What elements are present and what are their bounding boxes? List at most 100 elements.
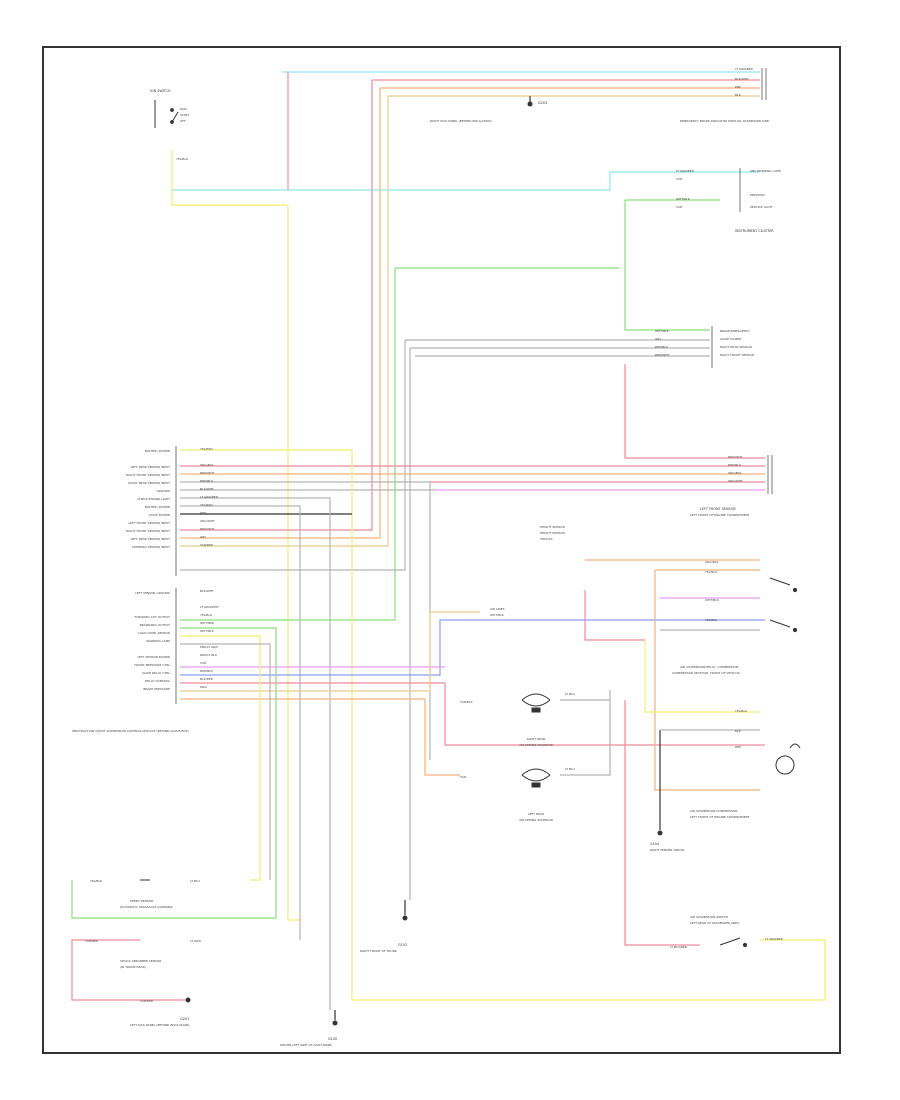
pin-label: RIGHT REAR SENSOR — [720, 345, 752, 349]
wire-color-label: WHT/BLK — [490, 613, 505, 617]
wire-color-label: RED/BLK — [655, 345, 669, 349]
component-label: AIR SPRING SOLENOID — [519, 743, 554, 747]
module-pin-label: FORWARD CUT OUTPUT — [134, 615, 170, 619]
wire-gray-lower2 — [180, 643, 271, 880]
wire-color-label: ORG — [200, 685, 207, 689]
component-description: LEFT FRONT OF ENGINE COMPARTMENT — [690, 513, 750, 517]
wire-color-label: LT GRN/RED — [735, 67, 754, 71]
ground-description: RIGHT FRONT OF TRUNK — [360, 949, 398, 953]
wire-color-label: YEL/BLK — [705, 618, 718, 622]
wire-color-label: YEL/BLK — [200, 613, 213, 617]
diagram-frame — [42, 46, 841, 1054]
wire-green-lower — [71, 627, 277, 919]
component-label: HEIGHT SENSOR — [540, 531, 565, 535]
wire-color-label: WHT/RED — [200, 621, 215, 625]
wire-color-label: LT GRN — [190, 939, 201, 943]
wire-color-label: RED/BLK — [200, 669, 214, 673]
component-label: AIR SUSPENSION COMPRESSOR — [690, 809, 737, 813]
ground-label: G100 — [328, 1037, 337, 1041]
wire-yellow-module — [180, 449, 826, 1001]
wire-color-label: TAN/RED — [199, 543, 214, 547]
component-description: COMPRESSOR (BOTTOM, FRONT OF VEHICLE) — [672, 671, 740, 675]
module-pin-label: BATTERY POWER — [145, 505, 170, 509]
wire-gray-lr — [560, 700, 611, 776]
module-pin-label: VALVE POWER — [149, 513, 170, 517]
wire-color-label: TAN — [459, 775, 466, 779]
wire-color-label: LT BLU — [565, 767, 575, 771]
wire-red-chassis — [624, 364, 765, 459]
component-label: AIR SPRING SOLENOID — [519, 818, 554, 822]
wire-color-label: PNK — [735, 85, 742, 89]
module-pin-label: LEFT SENSOR GROUND — [135, 591, 171, 595]
wire-ignition-yellow — [171, 150, 300, 921]
wire-color-label: YEL/BLK — [176, 157, 189, 161]
component-description: AUTOMATIC TRANSAXLE ASSEMBLY — [120, 905, 173, 909]
wire-color-label: WHT/BLK — [676, 197, 691, 201]
component-label: LEFT FRONT SENSOR — [700, 507, 736, 511]
wire-color-label: RED/WHT — [200, 527, 215, 531]
ground-description: RIGHT KICK PANEL (BEHIND INSULATION) — [430, 119, 492, 123]
ground-label: G201 — [180, 1017, 189, 1021]
component-description: LEFT REAR OF PASSENGER AREA — [690, 921, 740, 925]
ignition-switch — [154, 100, 179, 128]
compressor-motor — [775, 743, 801, 775]
ignition-position-label: OFF — [180, 119, 186, 123]
wire-color-label: RED — [200, 511, 207, 515]
wire-color-label: YEL/BLK — [705, 570, 718, 574]
height-switch-symbol — [769, 577, 798, 633]
wire-yellow-lower — [180, 635, 261, 881]
wire-color-label: TAN/RED — [139, 999, 154, 1003]
ground-description: DRIVER LEFT SIDE OF DASH PANEL — [280, 1043, 333, 1047]
module-pin-label: LEFT REAR SENSOR INPUT — [131, 465, 171, 469]
wire-color-label: ORG/BLK — [728, 471, 743, 475]
wire-gray-lf-a — [180, 481, 431, 760]
wire-blue-lower — [180, 619, 765, 676]
module-pin-label: LEFT FRONT SENSOR INPUT — [128, 521, 170, 525]
ignition-position-label: START — [180, 113, 189, 117]
wire-color-label: LT BLU/RED — [670, 945, 688, 949]
wire-yellow-comp — [644, 640, 760, 713]
wire-red-lower — [180, 682, 765, 746]
module-pin-label: REARWARD OUTPUT — [140, 623, 171, 627]
module-pin-label: LOAD LEVEL SENSOR — [138, 631, 170, 635]
module-pin-label: BRAKE PRESSURE — [143, 687, 170, 691]
wire-red-ll — [71, 939, 185, 1001]
wire-color-label: RED/BLK — [728, 463, 742, 467]
pin-label: VALVE POWER — [720, 337, 741, 341]
module-pin-label: RELAY CONTROL — [145, 679, 170, 683]
module-pin-label: FRONT PRESSURE CTRL — [134, 663, 170, 667]
wire-color-label: WHT/BLK — [200, 629, 215, 633]
component-label: SHOCKS — [540, 537, 553, 541]
ground-symbol-g203 — [527, 101, 533, 107]
wire-orange-comp-v — [654, 570, 760, 791]
ground-symbol-g102 — [402, 915, 408, 921]
component-label: RIGHT REAR — [527, 737, 545, 741]
wire-green-vert — [624, 200, 710, 331]
wire-color-label: LT GRN/RED — [676, 169, 695, 173]
component-label: INSTRUMENT CLUSTER — [735, 229, 774, 233]
wire-color-label: TAN/RED — [84, 939, 99, 943]
wire-color-label: LT BLU — [565, 692, 575, 696]
pin-label: EMISSION — [750, 193, 765, 197]
module-pin-label: RIGHT REAR SENSOR INPUT — [128, 481, 170, 485]
wire-color-label: TAN — [199, 661, 206, 665]
component-label: AIR LINES — [490, 607, 505, 611]
ground-description: LEFT KICK PANEL (BEHIND INSULATION) — [130, 1023, 189, 1027]
wire-color-label: RED/BLK — [200, 479, 214, 483]
module-pin-label: VALVE RELAY CTRL — [142, 671, 170, 675]
component-label: AIR SUSPENSION RELAY, COMPRESSOR — [680, 665, 739, 669]
wire-color-label: BLK/RED — [200, 677, 214, 681]
wire-color-label: RED/WHT — [655, 353, 670, 357]
wire-color-label: YEL/RED — [200, 503, 213, 507]
pin-label: ABS WARNING LAMP — [750, 169, 781, 173]
module-pin-label: GROUND — [156, 489, 170, 493]
wire-color-label: LT GRN/RED — [765, 937, 784, 941]
solenoid-right-rear — [521, 693, 551, 713]
pin-label: SERVICE LIGHT — [750, 205, 773, 209]
wire-color-label: BLK/WHT — [200, 589, 214, 593]
wire-orange-drop — [180, 88, 381, 539]
wire-gray-drop1 — [180, 340, 406, 571]
module-pin-label: CHECK ENGINE LIGHT — [137, 497, 170, 501]
wire-color-label: BLK — [735, 729, 742, 733]
